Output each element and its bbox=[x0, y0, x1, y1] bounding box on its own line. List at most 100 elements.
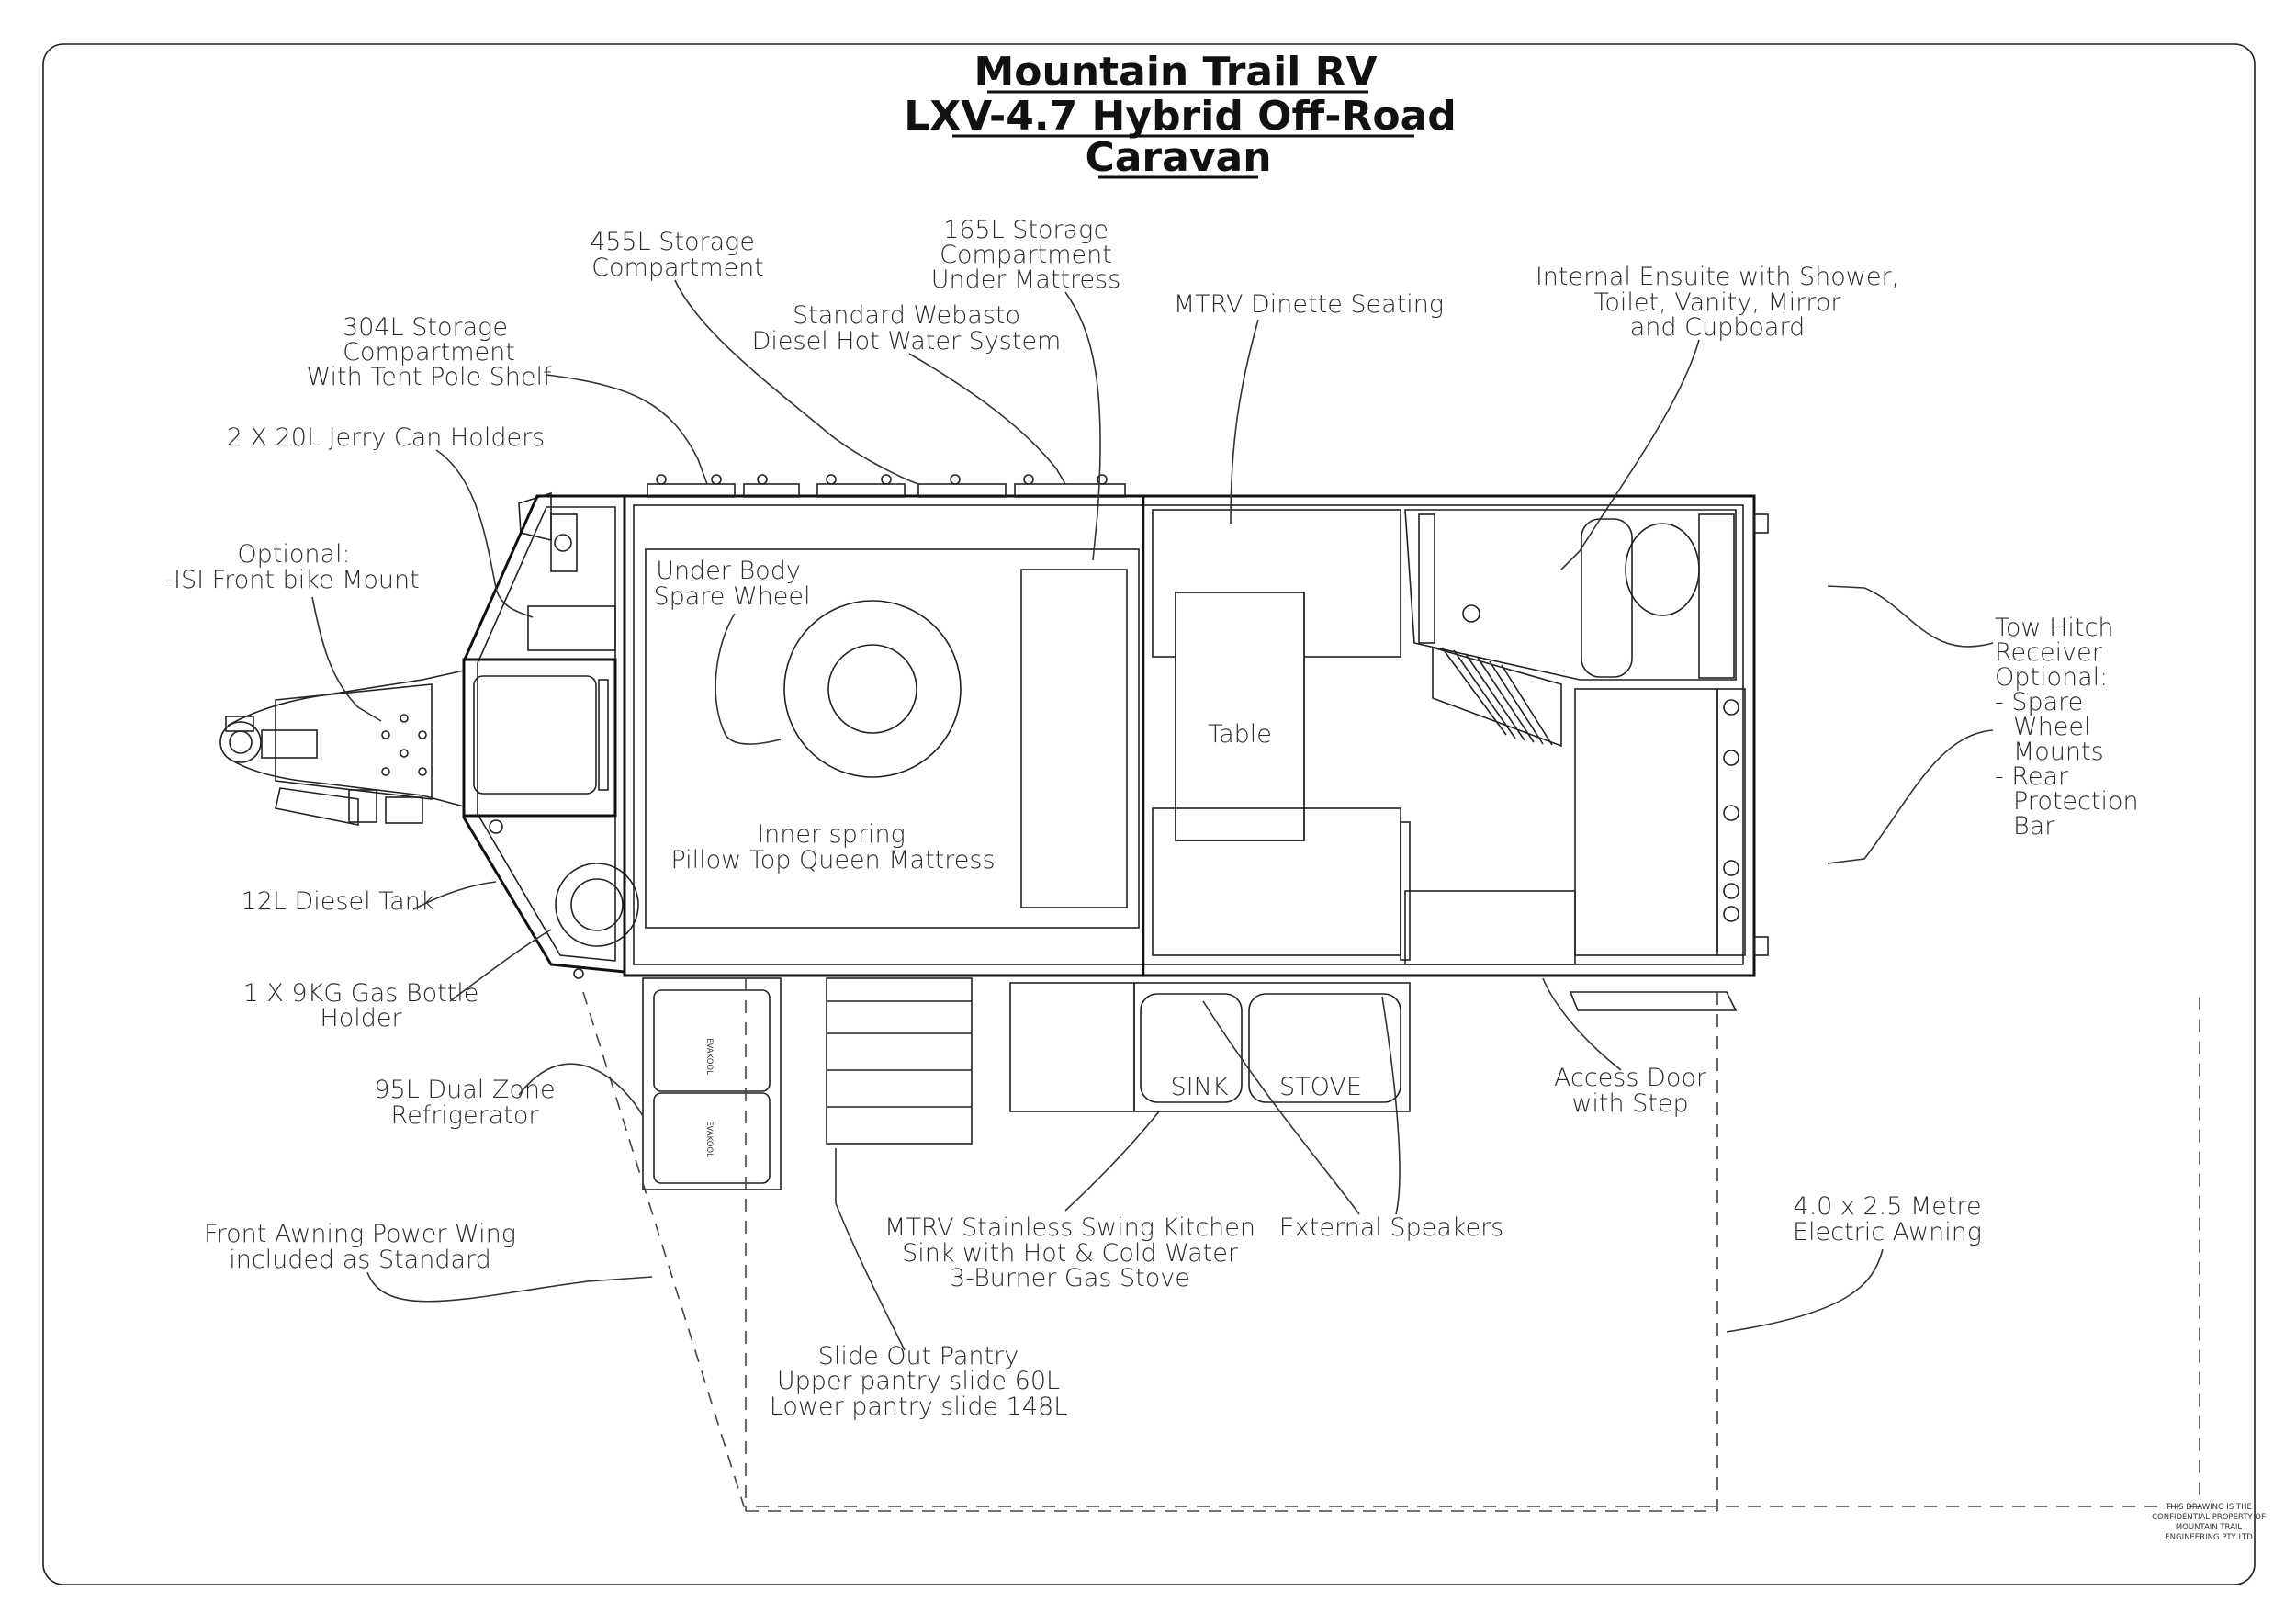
svg-text:Compartment: Compartment bbox=[940, 241, 1112, 269]
svg-text:Standard Webasto: Standard Webasto bbox=[793, 301, 1020, 330]
svg-text:Optional:: Optional: bbox=[237, 540, 350, 569]
svg-text:Front Awning Power Wing: Front Awning Power Wing bbox=[204, 1220, 516, 1248]
drawing-border bbox=[42, 43, 2256, 1585]
svg-text:MOUNTAIN TRAIL: MOUNTAIN TRAIL bbox=[2176, 1523, 2243, 1532]
label-table: Table bbox=[1208, 720, 1272, 749]
vanity bbox=[1698, 513, 1735, 679]
svg-text:Upper pantry slide 60L: Upper pantry slide 60L bbox=[777, 1367, 1060, 1395]
svg-text:Compartment: Compartment bbox=[343, 338, 515, 367]
fridge-brand-bottom: EVAKOOL bbox=[704, 1121, 714, 1157]
label-jerry-can: 2 X 20L Jerry Can Holders bbox=[227, 423, 546, 452]
label-webasto: Standard Webasto Diesel Hot Water System bbox=[752, 301, 1062, 355]
svg-text:Spare Wheel: Spare Wheel bbox=[653, 582, 810, 611]
label-304-storage: 304L Storage Compartment With Tent Pole … bbox=[306, 313, 552, 391]
kitchen-bench bbox=[1574, 688, 1718, 956]
stove-label: STOVE bbox=[1279, 1073, 1362, 1101]
swing-kitchen bbox=[1133, 982, 1411, 1112]
fridge-brand-top: EVAKOOL bbox=[704, 1038, 714, 1075]
svg-text:-ISI Front bike Mount: -ISI Front bike Mount bbox=[164, 566, 419, 594]
label-speakers: External Speakers bbox=[1279, 1213, 1504, 1242]
svg-text:Protection: Protection bbox=[2013, 787, 2139, 816]
svg-text:Under Mattress: Under Mattress bbox=[931, 265, 1121, 294]
label-power-wing: Front Awning Power Wing included as Stan… bbox=[204, 1220, 516, 1274]
label-pantry: Slide Out Pantry Upper pantry slide 60L … bbox=[770, 1342, 1068, 1421]
gas-bottle bbox=[555, 863, 639, 947]
refrigerator bbox=[642, 977, 782, 1190]
ensuite bbox=[1404, 509, 1737, 681]
svg-text:Mounts: Mounts bbox=[2013, 738, 2104, 766]
spare-wheel bbox=[783, 600, 962, 778]
svg-text:MTRV Stainless Swing Kitchen: MTRV Stainless Swing Kitchen bbox=[884, 1213, 1255, 1242]
svg-text:and Cupboard: and Cupboard bbox=[1630, 313, 1805, 342]
svg-text:1 X 9KG Gas Bottle: 1 X 9KG Gas Bottle bbox=[243, 979, 479, 1008]
label-kitchen: MTRV Stainless Swing Kitchen Sink with H… bbox=[884, 1213, 1255, 1292]
front-nose bbox=[462, 494, 639, 979]
label-165-storage: 165L Storage Compartment Under Mattress bbox=[931, 216, 1121, 294]
label-dinette: MTRV Dinette Seating bbox=[1174, 290, 1444, 319]
slide-out-pantry bbox=[826, 977, 973, 1145]
svg-text:Pillow Top Queen Mattress: Pillow Top Queen Mattress bbox=[670, 846, 995, 874]
svg-text:Toilet, Vanity, Mirror: Toilet, Vanity, Mirror bbox=[1593, 288, 1841, 317]
svg-text:Slide Out Pantry: Slide Out Pantry bbox=[818, 1342, 1019, 1370]
title-line-3: Caravan bbox=[1085, 134, 1271, 181]
label-fridge: 95L Dual Zone Refrigerator bbox=[374, 1076, 555, 1130]
svg-text:CONFIDENTIAL PROPERTY OF: CONFIDENTIAL PROPERTY OF bbox=[2152, 1513, 2266, 1522]
sink-label: SINK bbox=[1170, 1073, 1228, 1101]
svg-text:3-Burner Gas Stove: 3-Burner Gas Stove bbox=[950, 1264, 1190, 1292]
table bbox=[1175, 592, 1305, 841]
caravan-body bbox=[623, 494, 1769, 977]
svg-text:455L Storage: 455L Storage bbox=[590, 228, 755, 256]
slide-out-modules: EVAKOOL EVAKOOL SINK STOVE bbox=[642, 977, 1738, 1190]
svg-text:Lower pantry slide 148L: Lower pantry slide 148L bbox=[770, 1393, 1068, 1421]
svg-text:12L Diesel Tank: 12L Diesel Tank bbox=[242, 887, 435, 916]
label-bike-mount: Optional: -ISI Front bike Mount bbox=[164, 540, 419, 594]
title-line-2: LXV-4.7 Hybrid Off-Road bbox=[904, 93, 1457, 140]
svg-text:External Speakers: External Speakers bbox=[1279, 1213, 1504, 1242]
storage-under-mattress bbox=[1020, 569, 1128, 908]
svg-text:Optional:: Optional: bbox=[1995, 663, 2108, 692]
queen-mattress bbox=[645, 548, 1140, 929]
svg-text:Compartment: Compartment bbox=[591, 254, 764, 282]
svg-text:Access Door: Access Door bbox=[1554, 1064, 1707, 1092]
label-awning: 4.0 x 2.5 Metre Electric Awning bbox=[1793, 1192, 1982, 1246]
svg-text:Refrigerator: Refrigerator bbox=[391, 1101, 540, 1130]
svg-text:Tow Hitch: Tow Hitch bbox=[1995, 614, 2113, 642]
sink bbox=[1140, 993, 1243, 1103]
front-hatch-box bbox=[462, 658, 617, 818]
svg-text:Sink with Hot & Cold Water: Sink with Hot & Cold Water bbox=[902, 1239, 1239, 1268]
svg-text:Bar: Bar bbox=[2013, 812, 2055, 840]
title-block: Mountain Trail RV LXV-4.7 Hybrid Off-Roa… bbox=[904, 49, 1457, 181]
svg-text:Electric Awning: Electric Awning bbox=[1793, 1218, 1982, 1246]
drawbar bbox=[219, 491, 552, 826]
label-ensuite: Internal Ensuite with Shower, Toilet, Va… bbox=[1536, 263, 1899, 342]
svg-text:165L Storage: 165L Storage bbox=[943, 216, 1109, 244]
svg-text:4.0 x 2.5 Metre: 4.0 x 2.5 Metre bbox=[1793, 1192, 1981, 1221]
awning-extent bbox=[582, 991, 2200, 1507]
svg-text:with Step: with Step bbox=[1571, 1089, 1688, 1118]
svg-text:- Rear: - Rear bbox=[1995, 762, 2069, 791]
label-tow-hitch: Tow Hitch Receiver Optional: - Spare Whe… bbox=[1995, 614, 2139, 840]
svg-text:Table: Table bbox=[1208, 720, 1272, 749]
jerry-can-holder bbox=[550, 513, 578, 572]
confidential-note: THIS DRAWING IS THE CONFIDENTIAL PROPERT… bbox=[2152, 1503, 2266, 1542]
svg-text:ENGINEERING PTY LTD: ENGINEERING PTY LTD bbox=[2165, 1533, 2253, 1542]
label-mattress: Inner spring Pillow Top Queen Mattress bbox=[670, 820, 995, 874]
svg-text:Inner spring: Inner spring bbox=[757, 820, 906, 849]
label-access-door: Access Door with Step bbox=[1554, 1064, 1707, 1118]
label-spare-wheel: Under Body Spare Wheel bbox=[653, 557, 810, 611]
stove bbox=[1248, 993, 1401, 1103]
svg-text:Under Body: Under Body bbox=[656, 557, 801, 585]
svg-text:304L Storage: 304L Storage bbox=[343, 313, 508, 342]
svg-text:included as Standard: included as Standard bbox=[229, 1246, 491, 1274]
svg-text:95L Dual Zone: 95L Dual Zone bbox=[374, 1076, 555, 1104]
svg-text:Internal Ensuite with Shower,: Internal Ensuite with Shower, bbox=[1536, 263, 1899, 291]
roof-hatches bbox=[647, 474, 1126, 498]
svg-text:THIS DRAWING IS THE: THIS DRAWING IS THE bbox=[2165, 1503, 2252, 1512]
svg-text:Receiver: Receiver bbox=[1995, 638, 2103, 667]
entry-step bbox=[1569, 991, 1738, 1011]
svg-text:- Spare: - Spare bbox=[1995, 688, 2083, 716]
label-diesel-tank: 12L Diesel Tank bbox=[242, 887, 435, 916]
svg-text:2 X 20L Jerry Can Holders: 2 X 20L Jerry Can Holders bbox=[227, 423, 546, 452]
svg-text:With Tent Pole Shelf: With Tent Pole Shelf bbox=[306, 363, 552, 391]
